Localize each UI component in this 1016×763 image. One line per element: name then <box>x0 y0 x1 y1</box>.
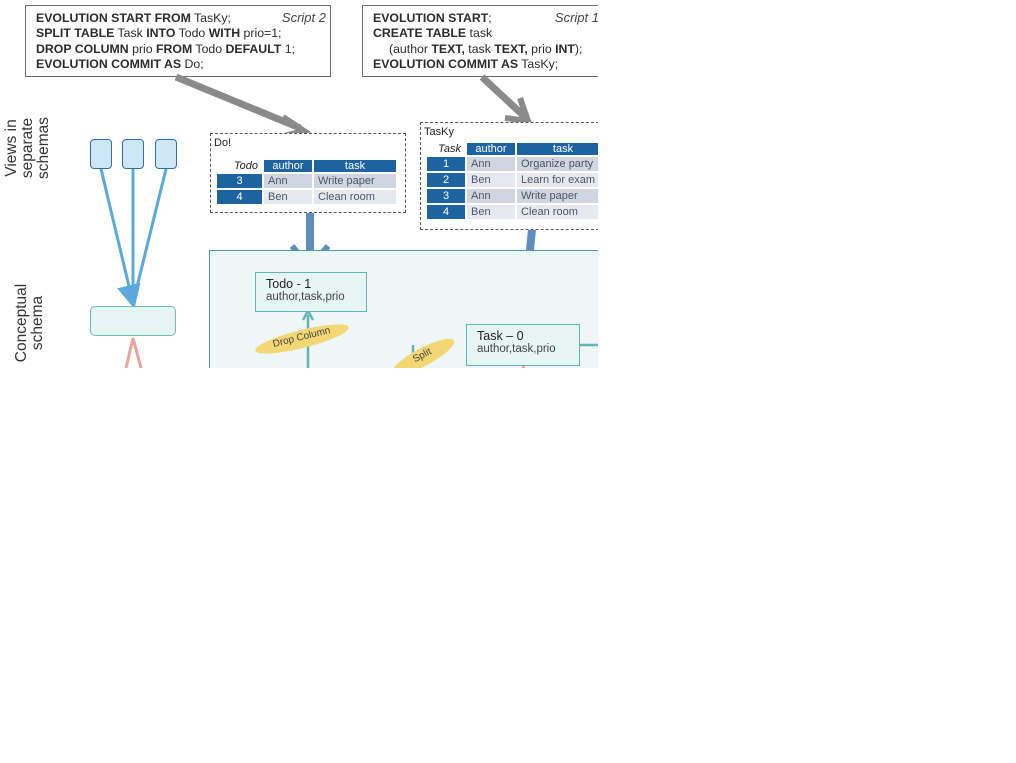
script-1-tag: Script 1 <box>554 10 599 25</box>
column-header: task <box>314 160 396 172</box>
task-table-attrs: author,task,prio <box>477 343 556 355</box>
view-tasky-table: Task author task 1 Ann Organize party 2 … <box>425 141 611 221</box>
script-2-box: Script 2 EVOLUTION START FROM TasKy; SPL… <box>25 5 331 77</box>
row-id: 1 <box>427 157 465 171</box>
cell-task: Write paper <box>517 189 609 203</box>
row-id: 3 <box>217 174 262 188</box>
script-2-line-1: EVOLUTION START FROM TasKy; <box>36 11 231 25</box>
task-table-box: Task – 0 author,task,prio <box>466 324 580 366</box>
schema-view-box-3 <box>155 139 177 169</box>
gray-arrow-script-1 <box>479 74 528 120</box>
script-2-line-2: SPLIT TABLE Task INTO Todo WITH prio=1; <box>36 26 282 41</box>
cell-author: Ben <box>467 173 515 187</box>
view-link-line-3 <box>131 168 168 304</box>
view-tasky-title: TasKy <box>424 126 454 138</box>
schema-view-box-1 <box>90 139 112 169</box>
schema-view-box-2 <box>122 139 144 169</box>
table-corner: Todo <box>233 160 258 172</box>
table-row: 3 Ann Write paper <box>217 174 396 188</box>
script-2-tag: Script 2 <box>281 10 326 25</box>
script-1-box: Script 1 EVOLUTION START; CREATE TABLE t… <box>362 5 624 77</box>
red-line-left <box>124 337 135 369</box>
cell-task: Organize party <box>517 157 609 171</box>
todo-table-name: Todo - 1 <box>266 277 312 291</box>
task-table-name: Task – 0 <box>477 329 524 343</box>
table-row: 3 Ann Write paper <box>427 189 609 203</box>
view-do: Do! Todo author task 3 Ann Write paper 4… <box>210 133 406 213</box>
cell-task: Write paper <box>314 174 396 188</box>
row-id: 4 <box>217 190 262 204</box>
column-header: task <box>517 143 609 155</box>
table-header-row: Task author task <box>427 143 609 155</box>
cell-author: Ben <box>264 190 312 204</box>
cell-task: Learn for exam <box>517 173 609 187</box>
table-row: 4 Ben Clean room <box>427 205 609 219</box>
script-1-line-3: (author TEXT, task TEXT, prio INT); <box>389 41 583 56</box>
cell-author: Ann <box>467 189 515 203</box>
cell-author: Ann <box>467 157 515 171</box>
script-2-line-3: DROP COLUMN prio FROM Todo DEFAULT 1; <box>36 41 295 56</box>
todo-table-attrs: author,task,prio <box>266 291 345 303</box>
todo-table-box: Todo - 1 author,task,prio <box>255 272 367 312</box>
cell-task: Clean room <box>314 190 396 204</box>
table-corner: Task <box>438 143 461 155</box>
view-do-title: Do! <box>214 137 232 149</box>
table-header-row: Todo author task <box>217 160 396 172</box>
gray-arrow-script-2 <box>174 73 302 132</box>
script-1-line-1: EVOLUTION START; <box>373 11 492 25</box>
column-header: author <box>264 160 312 172</box>
cell-task: Clean room <box>517 205 609 219</box>
conceptual-schema-box <box>90 306 176 336</box>
script-1-line-4: EVOLUTION COMMIT AS TasKy; <box>373 57 559 72</box>
view-do-table: Todo author task 3 Ann Write paper 4 Ben… <box>215 158 398 206</box>
script-1-line-2: CREATE TABLE task <box>373 26 493 41</box>
red-line-right <box>131 337 143 369</box>
column-header: author <box>467 143 515 155</box>
crop-cover-right <box>598 0 1016 763</box>
row-id: 4 <box>427 205 465 219</box>
table-row: 1 Ann Organize party <box>427 157 609 171</box>
row-id: 3 <box>427 189 465 203</box>
row-id: 2 <box>427 173 465 187</box>
view-tasky: TasKy Task author task 1 Ann Organize pa… <box>420 122 624 230</box>
view-link-line-1 <box>99 168 141 309</box>
cell-author: Ann <box>264 174 312 188</box>
script-2-line-4: EVOLUTION COMMIT AS Do; <box>36 57 204 72</box>
table-row: 2 Ben Learn for exam <box>427 173 609 187</box>
cell-author: Ben <box>467 205 515 219</box>
table-row: 4 Ben Clean room <box>217 190 396 204</box>
